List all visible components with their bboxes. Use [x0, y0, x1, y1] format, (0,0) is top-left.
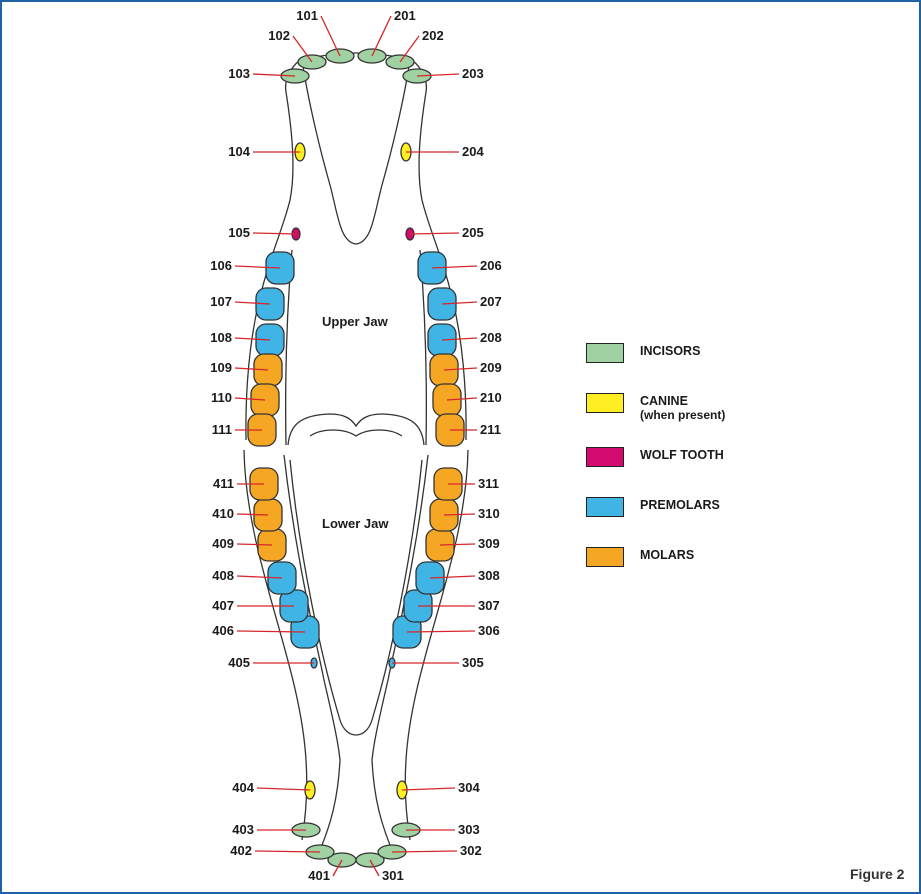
- tooth-label-408: 408: [212, 568, 234, 583]
- figure-label: Figure 2: [850, 866, 904, 882]
- tooth-label-305: 305: [462, 655, 484, 670]
- tooth-label-403: 403: [232, 822, 254, 837]
- legend-label-premolars: PREMOLARS: [640, 498, 720, 512]
- legend-label-canine-main: CANINE: [640, 394, 688, 408]
- legend-label-molars: MOLARS: [640, 548, 694, 562]
- leader-line-105: [253, 233, 296, 234]
- tooth-label-306: 306: [478, 623, 500, 638]
- tooth-label-311: 311: [478, 476, 499, 491]
- tongue-outline: [288, 414, 424, 445]
- tooth-label-208: 208: [480, 330, 502, 345]
- tooth-label-209: 209: [480, 360, 502, 375]
- tooth-label-201: 201: [394, 8, 416, 23]
- tooth-label-301: 301: [382, 868, 404, 883]
- tooth-label-107: 107: [210, 294, 232, 309]
- tooth-label-405: 405: [228, 655, 250, 670]
- tooth-label-102: 102: [268, 28, 290, 43]
- upper-palate-arch: [302, 53, 410, 244]
- tooth-label-204: 204: [462, 144, 484, 159]
- legend-label-wolf-tooth: WOLF TOOTH: [640, 448, 724, 462]
- leader-line-201: [372, 16, 391, 56]
- legend-swatch-premolars: [586, 497, 624, 517]
- tooth-label-407: 407: [212, 598, 234, 613]
- tooth-label-303: 303: [458, 822, 480, 837]
- leader-line-404: [257, 788, 310, 790]
- lower-jaw-label: Lower Jaw: [322, 516, 389, 531]
- tooth-label-206: 206: [480, 258, 502, 273]
- tooth-label-210: 210: [480, 390, 502, 405]
- tooth-label-409: 409: [212, 536, 234, 551]
- tooth-label-410: 410: [212, 506, 234, 521]
- legend-label-canine: CANINE (when present): [640, 394, 725, 422]
- tooth-label-402: 402: [230, 843, 252, 858]
- tooth-label-310: 310: [478, 506, 500, 521]
- legend-label-canine-sub: (when present): [640, 408, 725, 422]
- tooth-label-111: 111: [212, 422, 232, 437]
- tooth-label-308: 308: [478, 568, 500, 583]
- tooth-label-401: 401: [308, 868, 330, 883]
- legend-swatch-incisors: [586, 343, 624, 363]
- tooth-label-309: 309: [478, 536, 500, 551]
- leader-line-101: [321, 16, 340, 56]
- legend-label-incisors: INCISORS: [640, 344, 700, 358]
- tooth-label-411: 411: [213, 476, 234, 491]
- tooth-label-404: 404: [232, 780, 254, 795]
- tooth-label-302: 302: [460, 843, 482, 858]
- tooth-label-205: 205: [462, 225, 484, 240]
- tooth-label-106: 106: [210, 258, 232, 273]
- tongue-divider: [310, 430, 402, 436]
- leader-line-205: [410, 233, 459, 234]
- leader-line-304: [402, 788, 455, 790]
- jaw-outlines: [244, 53, 468, 845]
- tooth-label-307: 307: [478, 598, 500, 613]
- tooth-label-108: 108: [210, 330, 232, 345]
- legend-swatch-molars: [586, 547, 624, 567]
- tooth-label-101: 101: [296, 8, 318, 23]
- tooth-label-406: 406: [212, 623, 234, 638]
- lower-tongue-outline: [290, 460, 422, 735]
- tooth-label-211: 211: [480, 422, 501, 437]
- upper-jaw-label: Upper Jaw: [322, 314, 389, 329]
- tooth-label-110: 110: [211, 390, 232, 405]
- legend-swatch-wolf-tooth: [586, 447, 624, 467]
- tooth-label-304: 304: [458, 780, 480, 795]
- tooth-label-103: 103: [228, 66, 250, 81]
- tooth-label-202: 202: [422, 28, 444, 43]
- legend-swatch-canine: [586, 393, 624, 413]
- tooth-label-207: 207: [480, 294, 502, 309]
- tooth-label-105: 105: [228, 225, 250, 240]
- tooth-label-109: 109: [210, 360, 232, 375]
- tooth-label-203: 203: [462, 66, 484, 81]
- tooth-label-104: 104: [228, 144, 250, 159]
